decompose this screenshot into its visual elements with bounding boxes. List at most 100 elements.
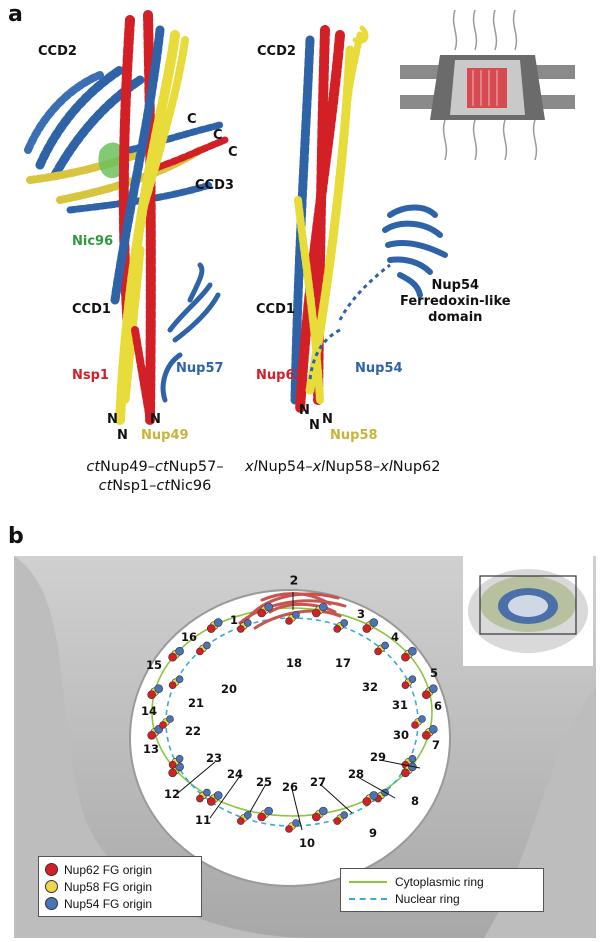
position-label-1: 1 [229,613,239,627]
fg-origin-legend: Nup62 FG origin Nup58 FG origin Nup54 FG… [38,856,202,917]
position-label-7: 7 [431,738,441,752]
fg-origin-sphere [292,819,300,827]
n-terminus-label: N [107,412,118,427]
blue-sphere-icon [45,897,58,910]
fg-origin-sphere [213,618,223,627]
cytoplasmic-ring [151,607,433,817]
c-terminus-label: C [213,128,223,143]
position-label-14: 14 [140,704,158,718]
nup49-label: Nup49 [141,428,189,443]
position-label-8: 8 [410,794,420,808]
fg-origin-sphere [159,721,167,729]
fg-origin-sphere [203,788,211,797]
fg-origin-sphere [362,624,372,633]
dashed-line-icon [349,897,387,900]
fg-origin-sphere [319,602,328,612]
nup54-ferredoxin-domain [382,204,448,298]
fg-origin-sphere [401,652,410,662]
fg-origin-sphere [168,652,177,662]
n-terminus-label: N [309,418,320,433]
fg-origin-sphere [264,602,273,612]
position-label-25: 25 [255,775,273,789]
position-label-27: 27 [309,775,327,789]
legend-item-cytoplasmic-ring: Cytoplasmic ring [349,873,535,890]
ccd3-label: CCD3 [195,178,234,193]
position-label-4: 4 [390,630,400,644]
fg-origin-sphere [264,806,273,816]
pore-schematic-inset [400,10,575,161]
fg-origin-sphere [312,812,321,822]
fg-origin-sphere [206,624,216,633]
leader-line [291,788,303,831]
fg-origin-sphere [154,684,163,694]
fg-origin-sphere [257,812,266,822]
position-label-13: 13 [142,742,160,756]
fg-origin-sphere [168,681,177,690]
position-label-32: 32 [361,680,379,694]
position-label-29: 29 [369,750,387,764]
docked-channel-complex [238,592,347,630]
fg-origin-sphere [340,619,349,627]
leader-line [177,761,216,794]
position-label-2: 2 [289,572,299,588]
position-label-22: 22 [184,724,202,738]
ccd1-label-left: CCD1 [72,302,111,317]
nup54-label: Nup54 [355,361,403,376]
fg-origin-sphere [362,797,372,806]
solid-line-icon [349,880,387,883]
fg-origin-sphere [196,794,204,803]
n-terminus-label: N [117,428,128,443]
fg-origin-sphere [369,791,379,800]
position-label-15: 15 [145,658,163,672]
fg-origin-sphere [236,625,245,633]
legend-item-nuclear-ring: Nuclear ring [349,890,535,907]
position-label-31: 31 [391,698,409,712]
fg-origin-sphere [374,647,382,656]
fg-origin-sphere [236,817,245,825]
n-terminus-label: N [299,403,310,418]
fg-origin-sphere [418,715,426,723]
fg-origin-sphere [285,617,293,625]
fg-origin-sphere [243,619,252,627]
leader-line [355,775,396,799]
panel-a-letter: a [8,2,23,27]
fg-origin-sphere [340,811,349,819]
fg-origin-sphere [422,690,431,700]
fg-origin-sphere [166,715,174,723]
legend-item-nup54: Nup54 FG origin [45,895,195,912]
fg-origin-sphere [147,690,156,700]
leader-line [209,775,241,819]
nup58-label: Nup58 [330,428,378,443]
position-label-21: 21 [187,696,205,710]
ccd1-label-right: CCD1 [256,302,295,317]
position-label-5: 5 [429,666,439,680]
fg-origin-sphere [175,675,184,684]
pore-overview-inset [463,556,593,666]
ctnup-complex-structure [24,10,229,425]
position-label-16: 16 [180,630,198,644]
ring-legend: Cytoplasmic ring Nuclear ring [340,868,544,912]
fg-origin-sphere [422,730,431,740]
fg-origin-sphere [429,724,438,734]
leader-line [379,759,421,769]
nup62-label: Nup62 [256,368,304,383]
c-terminus-label: C [187,112,197,127]
fg-origin-sphere [203,641,211,650]
fg-origin-sphere [243,811,252,819]
position-label-23: 23 [205,751,223,765]
right-complex-caption: xlNup54–xlNup58–xlNup62 [245,459,441,475]
position-label-30: 30 [392,728,410,742]
n-terminus-label: N [150,412,161,427]
fg-origin-sphere [257,608,266,618]
fg-origin-sphere [333,817,342,825]
fg-origin-sphere [408,675,417,684]
position-label-18: 18 [285,656,303,670]
fg-origin-sphere [292,611,300,619]
nup54-ferredoxin-label: Nup54 Ferredoxin-like domain [400,278,511,325]
position-label-10: 10 [298,836,316,850]
position-label-26: 26 [281,780,299,794]
fg-origin-sphere [175,754,184,763]
fg-origin-sphere [411,721,419,729]
position-label-3: 3 [356,607,366,621]
